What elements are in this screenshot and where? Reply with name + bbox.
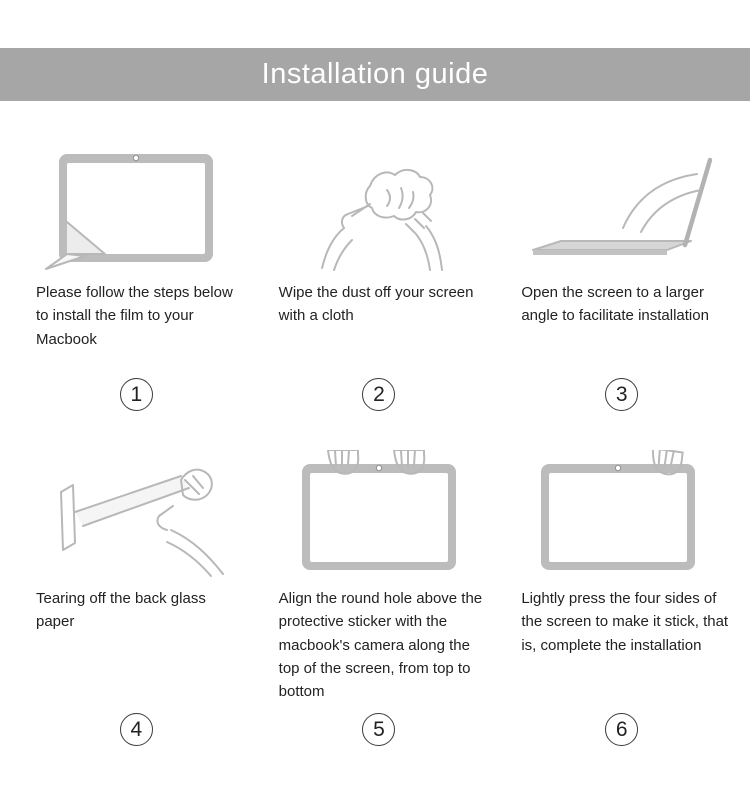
step-number-wrap: 2 [269, 368, 490, 423]
step-number-badge: 6 [605, 713, 639, 747]
wipe-cloth-icon [269, 143, 490, 275]
step-caption: Lightly press the four sides of the scre… [521, 590, 729, 654]
step-number-badge: 4 [119, 713, 153, 747]
step-caption: Align the round hole above the protectiv… [278, 590, 483, 700]
header-bar: Installation guide [0, 48, 750, 101]
step-number-wrap: 4 [26, 703, 247, 758]
page-title: Installation guide [261, 58, 489, 90]
step-2: Wipe the dust off your screen with a clo… [269, 143, 490, 423]
steps-grid: Please follow the steps below to install… [0, 101, 750, 758]
step-number-wrap: 3 [511, 368, 732, 423]
step-caption: Open the screen to a larger angle to fac… [521, 284, 709, 325]
step-number-badge: 2 [362, 378, 396, 411]
step-number-wrap: 6 [511, 703, 732, 758]
step-number-wrap: 1 [26, 368, 247, 423]
step-caption: Please follow the steps below to install… [36, 284, 233, 348]
step-caption: Wipe the dust off your screen with a clo… [278, 284, 474, 325]
step-number-badge: 3 [605, 378, 639, 411]
open-laptop-icon [511, 143, 732, 275]
step-3: Open the screen to a larger angle to fac… [511, 143, 732, 423]
step-caption: Tearing off the back glass paper [36, 590, 206, 631]
step-number-badge: 1 [119, 378, 153, 411]
press-four-sides-icon [511, 449, 732, 581]
align-film-camera-icon [269, 449, 490, 581]
installation-guide-page: Installation guide Please follow the ste… [0, 48, 750, 798]
film-peel-icon [26, 143, 247, 275]
tear-back-paper-icon [26, 449, 247, 581]
step-number-badge: 5 [362, 713, 396, 747]
step-number-wrap: 5 [269, 703, 490, 758]
step-5: Align the round hole above the protectiv… [269, 449, 490, 758]
step-1: Please follow the steps below to install… [26, 143, 247, 423]
step-4: Tearing off the back glass paper 4 [26, 449, 247, 758]
step-6: Lightly press the four sides of the scre… [511, 449, 732, 758]
